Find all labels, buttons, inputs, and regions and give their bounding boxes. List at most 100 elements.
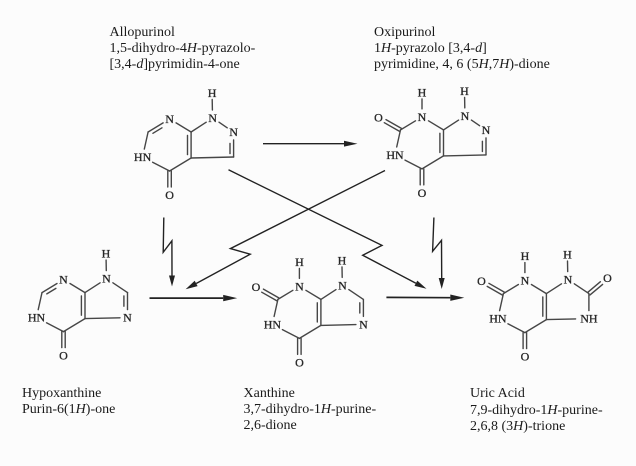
atom-label-o: O: [165, 188, 174, 202]
arrow-xanthine-to-uric-acid-head: [450, 294, 465, 301]
bond: [587, 281, 602, 293]
atom-label-o: O: [374, 110, 383, 124]
atom-label-n: N: [208, 111, 217, 125]
atom-label-n: N: [59, 273, 68, 287]
atom-label-n: N: [338, 278, 347, 292]
atom-label-hn: HN: [386, 148, 404, 162]
atom-label-o: O: [521, 350, 530, 364]
caption-line: Xanthine: [243, 385, 295, 401]
bond: [545, 318, 577, 321]
bond: [143, 131, 149, 150]
bond: [45, 322, 65, 333]
bolt-arrow-allopurinol-to-right: [228, 169, 427, 289]
atom-label-n: N: [165, 112, 174, 126]
atom-label-n: N: [482, 123, 491, 137]
atom-label-o: O: [477, 274, 486, 288]
atom-label-h: H: [418, 85, 427, 99]
bolt-arrow-allopurinol-down: [162, 217, 175, 287]
atom-label-h: H: [563, 248, 572, 262]
bolt-arrow-allopurinol-down-head: [169, 275, 175, 287]
caption-line: 1H-pyrazolo [3,4-d]: [374, 40, 487, 56]
arrow-allopurinol-to-oxipurinol: [263, 140, 358, 147]
bond: [442, 154, 487, 157]
bond: [442, 119, 460, 131]
bond: [305, 289, 322, 301]
bolt-arrow-allopurinol-down-shaft: [162, 217, 173, 276]
bond: [152, 127, 163, 135]
bond: [190, 121, 207, 133]
atom-label-n: N: [359, 317, 368, 331]
bolt-arrow-allopurinol-to-right-shaft: [228, 169, 417, 284]
caption-line: Uric Acid: [470, 386, 525, 402]
bond: [427, 120, 445, 131]
bond: [147, 122, 164, 133]
atom-label-n: N: [461, 109, 470, 123]
bond: [84, 282, 101, 294]
arrow-allopurinol-to-oxipurinol-head: [344, 140, 358, 147]
atom-label-o: O: [418, 186, 427, 200]
bond: [589, 283, 604, 296]
atom-label-h: H: [295, 255, 304, 269]
bond: [298, 324, 322, 340]
atom-label-nh: NH: [580, 312, 598, 326]
bond: [486, 285, 504, 296]
arrow-xanthine-to-uric-acid: [386, 294, 465, 301]
bond: [84, 317, 121, 320]
bolt-arrow-oxipurinol-down-head: [438, 278, 445, 289]
atom-label-h: H: [102, 247, 111, 261]
bond: [151, 161, 171, 172]
atom-label-h: H: [521, 249, 530, 263]
atom-label-hn: HN: [28, 311, 46, 325]
caption-line: 2,6,8 (3H)-trione: [470, 418, 566, 434]
bond: [488, 282, 505, 293]
bond: [396, 129, 402, 148]
bond: [421, 155, 445, 170]
bond: [46, 287, 57, 295]
bond: [112, 282, 129, 294]
bolt-arrow-oxipurinol-to-left-head: [185, 280, 198, 290]
caption-line: 7,9-dihydro-1H-purine-: [470, 402, 603, 418]
bond: [573, 283, 590, 295]
arrows-layer: [149, 140, 465, 302]
atom-label-n: N: [123, 311, 132, 325]
bolt-arrow-allopurinol-to-right-head: [414, 280, 427, 289]
bond: [277, 289, 294, 301]
bond: [175, 122, 192, 133]
caption-line: 3,7-dihydro-1H-purine-: [243, 401, 377, 417]
atom-label-n: N: [229, 125, 238, 139]
atom-label-n: N: [521, 274, 530, 288]
bond: [399, 120, 417, 131]
bond: [190, 156, 235, 159]
atom-label-n: N: [418, 110, 427, 124]
atom-label-hn: HN: [134, 150, 152, 164]
bond: [281, 328, 301, 340]
caption-line: Oxipurinol: [374, 24, 436, 40]
bond: [530, 283, 548, 295]
bolt-arrow-oxipurinol-to-left: [185, 169, 386, 290]
bond: [383, 121, 401, 133]
bond: [261, 291, 278, 302]
bond: [37, 291, 43, 311]
bond: [69, 282, 86, 294]
bond: [385, 118, 403, 130]
caption-line: Purin-6(1H)-one: [22, 401, 116, 417]
atom-label-h: H: [208, 86, 217, 100]
bolt-arrow-oxipurinol-down-shaft: [431, 217, 443, 279]
atom-label-n: N: [102, 272, 111, 286]
bond: [507, 323, 526, 334]
caption-line: pyrimidine, 4, 6 (5H,7H)-dione: [374, 57, 550, 73]
atom-label-h: H: [338, 253, 347, 267]
bond: [262, 288, 280, 299]
bolt-arrow-oxipurinol-down: [431, 217, 445, 289]
caption-line: [3,4-d]pyrimidin-4-one: [109, 57, 240, 73]
